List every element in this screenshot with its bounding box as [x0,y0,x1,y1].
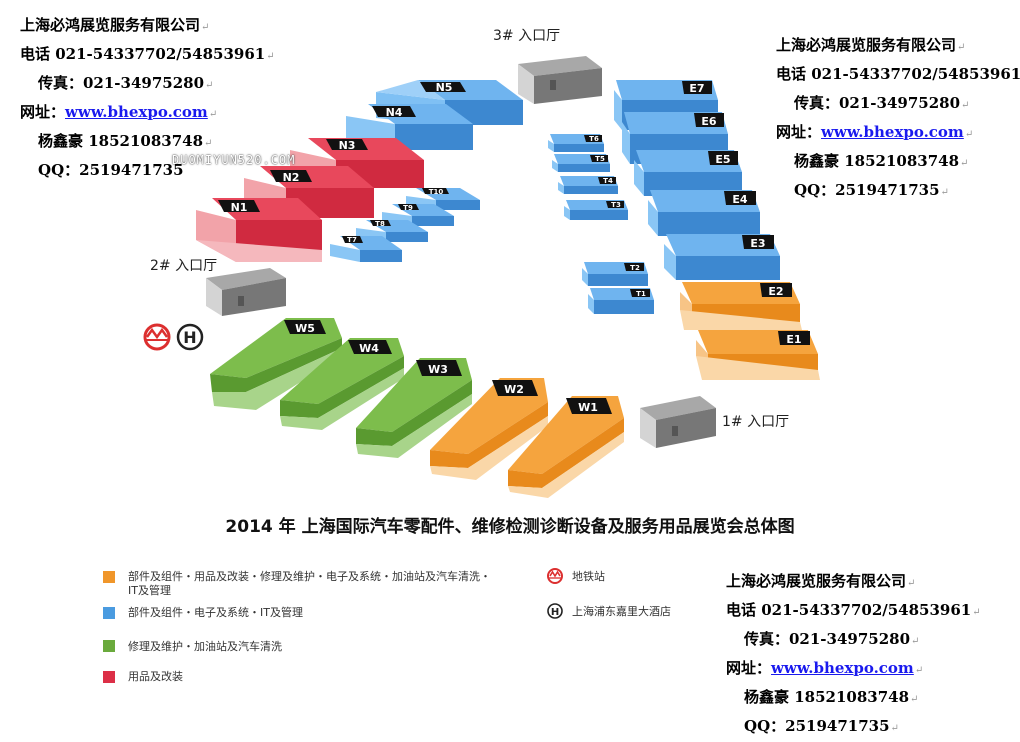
qq-text: QQ：2519471735 [744,717,890,735]
hall-label-T4: T4 [603,177,613,185]
hotel-icon: H [176,323,204,351]
legend-metro-text: 地铁站 [572,570,605,583]
hall-label-W1: W1 [578,401,598,414]
hall-W3[interactable]: W3 [356,358,472,458]
hall-label-T1: T1 [636,290,646,298]
hall-T7[interactable]: T7 [330,236,402,262]
person-text: 杨鑫豪 18521083748 [744,688,910,706]
hall-label-E3: E3 [750,237,765,250]
legend-green-text: 修理及维护・加油站及汽车清洗 [128,640,282,653]
entrance-2-label: 2# 入口厅 [150,258,217,274]
hall-label-E5: E5 [715,153,730,166]
hall-T6[interactable]: T6 [548,134,604,152]
hall-label-E1: E1 [786,333,801,346]
phone-text: 电话 021-54337702/54853961 [776,65,1020,83]
hall-E4[interactable]: E4 [648,190,760,236]
contact-block-top-right: 上海必鸿展览服务有限公司↵ 电话 021-54337702/54853961↵ … [776,36,1020,199]
hall-E5[interactable]: E5 [634,150,742,196]
legend-hotel-icon: H [547,603,563,619]
legend-metro-icon [547,568,563,584]
entrance-2-building[interactable] [206,268,286,316]
hall-label-T5: T5 [595,155,605,163]
hall-label-N2: N2 [283,171,300,184]
person-text: 杨鑫豪 18521083748 [38,132,204,150]
fax-text: 传真：021-34975280 [38,74,205,92]
entrance-3-label: 3# 入口厅 [493,28,560,44]
qq-text: QQ：2519471735 [38,161,184,179]
hall-label-W5: W5 [295,322,315,335]
hall-E3[interactable]: E3 [664,234,780,280]
fax-text: 传真：021-34975280 [744,630,911,648]
hall-W1[interactable]: W1 [508,396,624,498]
hall-E2[interactable]: E2 [680,282,802,330]
hall-label-E7: E7 [689,82,704,95]
hall-label-T6: T6 [589,135,599,143]
legend-red-text: 用品及改装 [128,670,183,683]
legend-swatch-orange [103,571,115,583]
hall-W5[interactable]: W5 [210,318,342,410]
web-link[interactable]: www.bhexpo.com [65,103,208,121]
phone-text: 电话 021-54337702/54853961 [726,601,972,619]
hall-label-T2: T2 [630,264,640,272]
metro-icon [143,323,171,351]
hall-label-T7: T7 [347,236,357,244]
contact-block-bottom-right: 上海必鸿展览服务有限公司↵ 电话 021-54337702/54853961↵ … [726,572,981,735]
hall-label-W2: W2 [504,383,524,396]
svg-text:H: H [551,607,559,618]
web-label: 网址： [20,103,66,121]
entrance-3-building[interactable] [518,56,602,104]
hall-label-N5: N5 [436,81,453,94]
hall-T1[interactable]: T1 [588,288,654,314]
hall-T10[interactable]: T10 [406,188,480,210]
fax-text: 传真：021-34975280 [794,94,961,112]
company-name: 上海必鸿展览服务有限公司 [20,16,201,34]
hall-label-T10: T10 [429,188,444,196]
hall-E1[interactable]: E1 [696,330,820,380]
company-name: 上海必鸿展览服务有限公司 [726,572,907,590]
legend-hotel-text: 上海浦东嘉里大酒店 [572,605,671,618]
legend-swatch-green [103,640,115,652]
web-link[interactable]: www.bhexpo.com [771,659,914,677]
hall-label-W4: W4 [359,342,379,355]
watermark-text: DUOMIYUN520.COM [172,153,296,167]
hall-label-T8: T8 [375,220,385,228]
hall-T5[interactable]: T5 [552,154,610,172]
hall-T4[interactable]: T4 [558,176,618,194]
qq-text: QQ：2519471735 [794,181,940,199]
entrance-1-building[interactable] [640,396,716,448]
hall-label-N1: N1 [231,201,248,214]
hall-label-E4: E4 [732,193,748,206]
hall-N1[interactable]: N1 [196,198,322,262]
person-text: 杨鑫豪 18521083748 [794,152,960,170]
hall-label-E6: E6 [701,115,717,128]
hall-T9[interactable]: T9 [382,204,454,226]
legend-orange-line2: IT及管理 [128,584,171,597]
company-name: 上海必鸿展览服务有限公司 [776,36,957,54]
hall-T2[interactable]: T2 [582,262,648,286]
legend-swatch-blue [103,607,115,619]
map-title: 2014 年 上海国际汽车零配件、维修检测诊断设备及服务用品展览会总体图 [225,517,795,537]
hall-label-E2: E2 [768,285,783,298]
hall-label-T3: T3 [611,201,621,209]
hall-label-T9: T9 [403,204,413,212]
legend-orange-line1: 部件及组件・用品及改装・修理及维护・电子及系统・加油站及汽车清洗・ [128,570,491,583]
legend-blue-text: 部件及组件・电子及系统・IT及管理 [128,606,303,619]
legend-swatch-red [103,671,115,683]
hall-W4[interactable]: W4 [280,338,404,430]
web-label: 网址： [776,123,822,141]
hall-T3[interactable]: T3 [564,200,628,220]
web-link[interactable]: www.bhexpo.com [821,123,964,141]
hall-W2[interactable]: W2 [430,378,548,480]
contact-block-top-left: 上海必鸿展览服务有限公司↵ 电话 021-54337702/54853961↵ … [20,16,275,179]
svg-text:H: H [183,328,196,347]
hall-label-N3: N3 [339,139,356,152]
hall-label-W3: W3 [428,363,448,376]
entrance-1-label: 1# 入口厅 [722,414,789,430]
web-label: 网址： [726,659,772,677]
phone-text: 电话 021-54337702/54853961 [20,45,266,63]
hall-label-N4: N4 [386,106,403,119]
